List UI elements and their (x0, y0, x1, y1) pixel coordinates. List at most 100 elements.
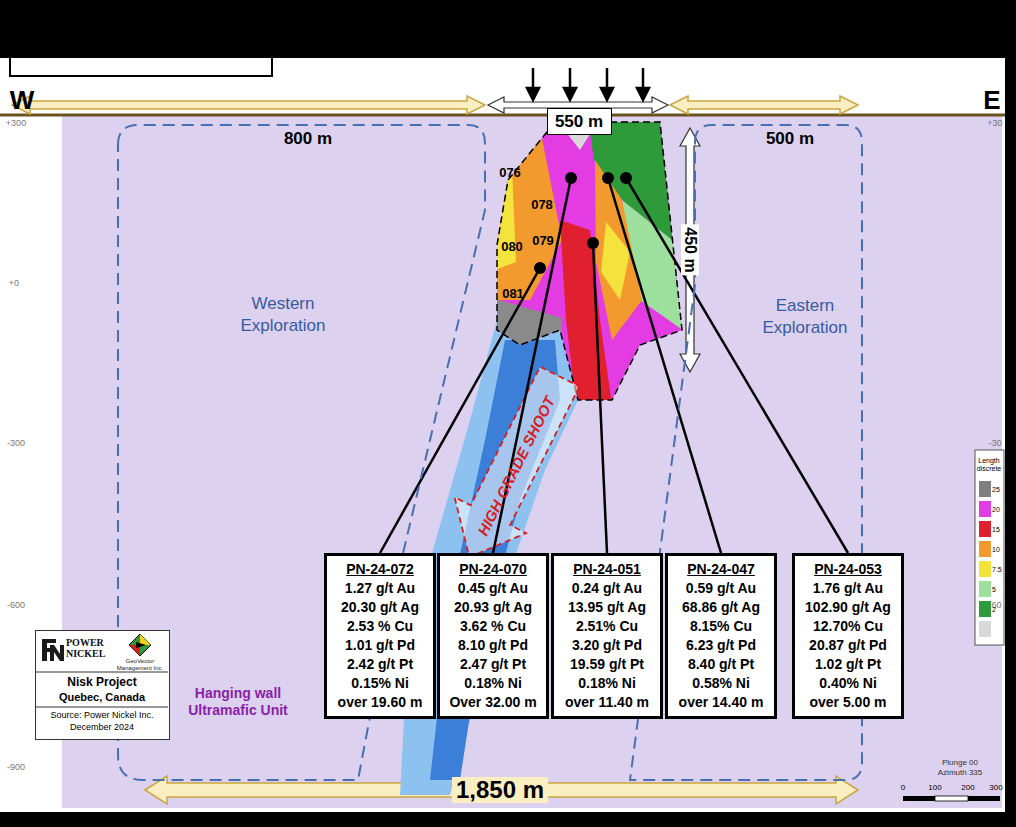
assay-value: 20.87 g/t Pd (801, 636, 895, 655)
shoot-core (430, 340, 560, 780)
hole-number: 081 (502, 286, 524, 301)
assay-value: 1.76 g/t Au (801, 579, 895, 598)
dimension-label: 550 m (554, 111, 605, 132)
legend-entry: 20 (979, 501, 1000, 517)
assay-value: 20.93 g/t Ag (446, 598, 540, 617)
assay-value: 13.95 g/t Ag (560, 598, 654, 617)
legend-text: 10 (992, 546, 1000, 553)
assay-value: 6.23 g/t Pd (674, 636, 768, 655)
hole-id: PN-24-053 (801, 560, 895, 579)
legend-swatch (979, 541, 991, 557)
legend-entry: 2 (979, 601, 996, 617)
assay-box: PN-24-0721.27 g/t Au20.30 g/t Ag2.53 % C… (324, 553, 436, 719)
date: December 2024 (36, 722, 168, 733)
assay-value: 2.47 g/t Pt (446, 655, 540, 674)
assay-value: 3.62 % Cu (446, 617, 540, 636)
legend-swatch (979, 581, 991, 597)
assay-value: 0.15% Ni (333, 674, 427, 693)
elevation-label: -900 (7, 762, 25, 772)
assay-value: 0.58% Ni (674, 674, 768, 693)
scale-label: 0 (901, 783, 905, 792)
legend-text: 5 (992, 586, 996, 593)
dimension-label: 1,850 m (452, 777, 548, 803)
elevation-label: +300 (6, 118, 26, 128)
legend-text: 20 (992, 506, 1000, 513)
direction-label: E (983, 85, 1000, 116)
legend-swatch (979, 501, 991, 517)
elevation-label: -30 (988, 438, 1001, 448)
top-bar (0, 0, 1016, 58)
leader-lines (380, 178, 848, 553)
assay-value: 20.30 g/t Ag (333, 598, 427, 617)
hole-id: PN-24-047 (674, 560, 768, 579)
company-logo: POWER NICKEL (66, 637, 112, 659)
scale-label: 100 (928, 783, 941, 792)
hole-number: 079 (532, 233, 554, 248)
dimension-box: 550 m (547, 108, 612, 135)
assay-value: over 14.40 m (674, 693, 768, 712)
region-label: Western Exploration (208, 293, 358, 337)
dimension-label: 800 m (268, 129, 348, 149)
assay-value: 19.59 g/t Pt (560, 655, 654, 674)
elevation-label: +0 (9, 278, 19, 288)
assay-value: 0.40% Ni (801, 674, 895, 693)
source-note: Source: Power Nickel Inc. (36, 710, 168, 721)
unit-label: Hanging wall Ultramafic Unit (178, 685, 298, 719)
assay-box: PN-24-0531.76 g/t Au102.90 g/t Ag12.70% … (792, 553, 904, 719)
logo-box: POWER NICKELGeoVector Management Inc.Nis… (35, 630, 170, 740)
legend-entry: 5 (979, 581, 996, 597)
legend-swatch (979, 561, 991, 577)
direction-label: W (10, 85, 35, 116)
legend-entry: 25 (979, 481, 1000, 497)
legend-swatch (979, 621, 991, 637)
dimension-label: 500 m (750, 129, 830, 149)
assay-value: 0.45 g/t Au (446, 579, 540, 598)
ore-outline (497, 122, 682, 400)
assay-box: PN-24-0510.24 g/t Au13.95 g/t Ag2.51% Cu… (551, 553, 663, 719)
drill-arrows (527, 68, 649, 100)
legend-entry: 10 (979, 541, 1000, 557)
assay-value: 3.20 g/t Pd (560, 636, 654, 655)
dimension-arrow (670, 96, 858, 114)
elevation-label: +30 (987, 118, 1002, 128)
legend-entry: 15 (979, 521, 1000, 537)
bottom-bar (0, 812, 1016, 827)
assay-value: 12.70% Cu (801, 617, 895, 636)
scale-label: 300 (989, 783, 1002, 792)
legend-swatch (979, 521, 991, 537)
elevation-label: -300 (7, 438, 25, 448)
assay-box: PN-24-0470.59 g/t Au68.86 g/t Ag8.15% Cu… (665, 553, 777, 719)
assay-value: 2.42 g/t Pt (333, 655, 427, 674)
dimension-arrow (680, 128, 700, 372)
view-note: Azimuth 335 (938, 768, 982, 777)
region-label: Eastern Exploration (750, 295, 860, 339)
assay-value: over 11.40 m (560, 693, 654, 712)
legend-swatch (979, 481, 991, 497)
legend-text: 25 (992, 486, 1000, 493)
legend-text: 15 (992, 526, 1000, 533)
legend-frame (975, 450, 1004, 645)
legend-entry: 7.5 (979, 561, 1002, 577)
hole-id: PN-24-051 (560, 560, 654, 579)
project-name: Nisk Project (36, 675, 168, 690)
assay-value: 1.27 g/t Au (333, 579, 427, 598)
assay-value: 1.01 g/t Pd (333, 636, 427, 655)
assay-value: 8.10 g/t Pd (446, 636, 540, 655)
scale-bar (903, 796, 1000, 801)
assay-value: 0.59 g/t Au (674, 579, 768, 598)
assay-value: 0.24 g/t Au (560, 579, 654, 598)
assay-value: Over 32.00 m (446, 693, 540, 712)
surface-line (0, 114, 1005, 117)
assay-box: PN-24-0700.45 g/t Au20.93 g/t Ag3.62 % C… (437, 553, 549, 719)
shoot-label: HIGH GRADE SHOOT (474, 394, 558, 539)
assay-value: 0.18% Ni (446, 674, 540, 693)
assay-value: over 19.60 m (333, 693, 427, 712)
shoot-arrow (434, 359, 596, 575)
right-bar (1005, 0, 1016, 827)
dimension-label: 450 m (681, 224, 699, 275)
host-rock (62, 116, 1002, 808)
hole-number: 080 (501, 239, 523, 254)
hole-id: PN-24-072 (333, 560, 427, 579)
hole-number: 076 (499, 165, 521, 180)
assay-value: 2.51% Cu (560, 617, 654, 636)
